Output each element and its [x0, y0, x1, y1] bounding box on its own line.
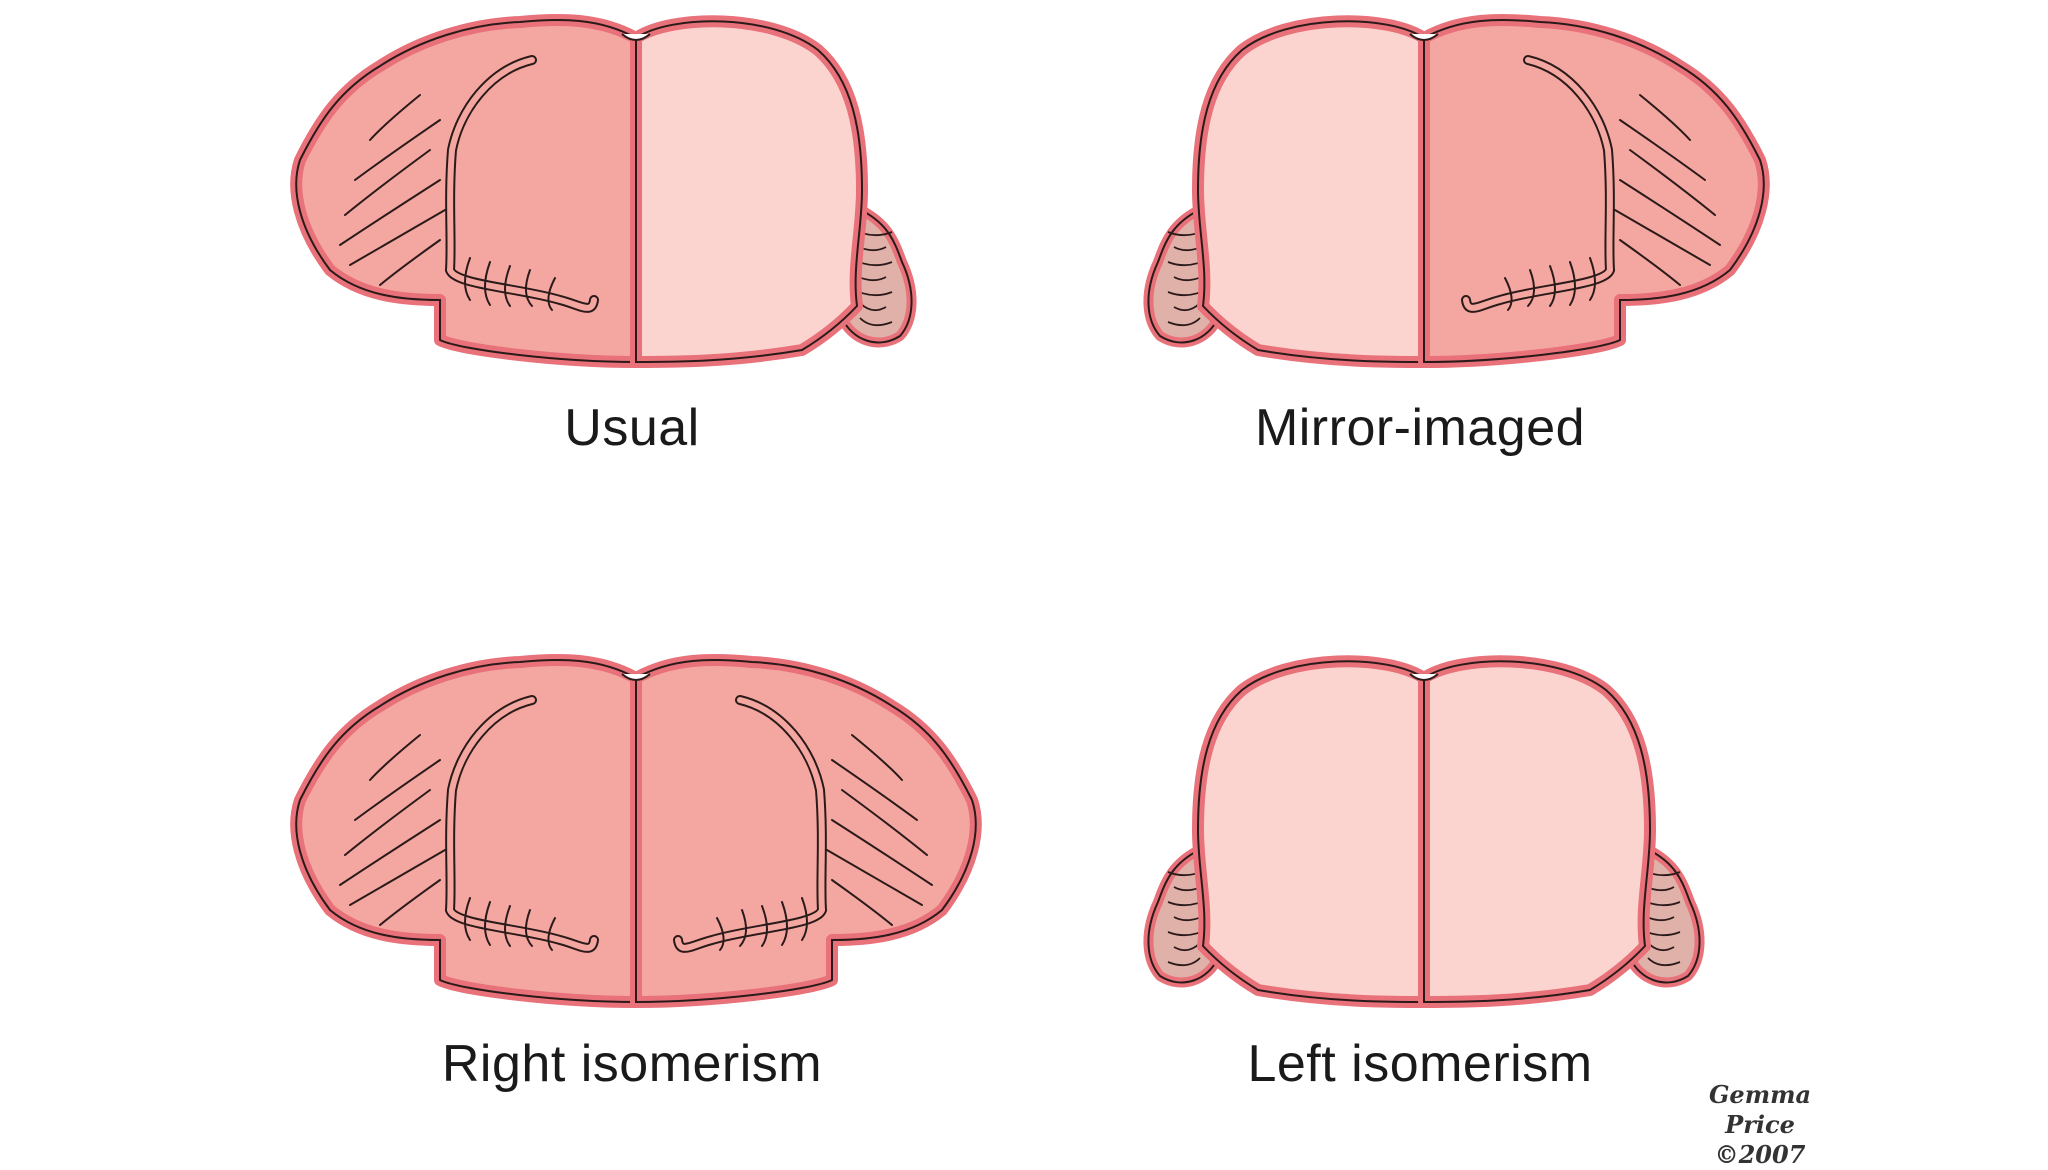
right-atrium — [1418, 13, 1770, 368]
pectinate-muscle-line — [831, 819, 933, 886]
pectinate-muscle-line — [484, 261, 491, 306]
pectinate-muscle-line — [761, 905, 768, 947]
pectinate-muscle-line — [339, 179, 441, 246]
smooth-atrium-wall — [1192, 15, 1430, 368]
ridge-line — [859, 317, 893, 327]
panel-mirror — [1143, 13, 1770, 368]
smooth-atrium-outline — [1196, 660, 1425, 1004]
pectinate-muscle-line — [739, 909, 747, 947]
pectinate-muscle-line — [831, 759, 918, 821]
pectinate-muscle-line — [504, 905, 511, 947]
pectinate-muscle-line — [504, 265, 511, 307]
right-atrium — [1418, 655, 1705, 1008]
pectinate-muscles — [716, 734, 933, 951]
pectinate-muscle-line — [1619, 179, 1721, 246]
caption-left-isomerism: Left isomerism — [1247, 1035, 1593, 1093]
panel-right-isomerism — [290, 653, 982, 1008]
pectinate-muscle-line — [1619, 119, 1706, 181]
pectinate-muscle-line — [525, 269, 533, 307]
caption-right-isomerism: Right isomerism — [441, 1035, 823, 1093]
midline-notch — [621, 33, 651, 41]
smooth-atrium-wall — [630, 15, 868, 368]
midline-notch — [1409, 33, 1439, 41]
pectinate-muscles — [1504, 94, 1721, 311]
crista-terminalis-fill — [446, 57, 597, 311]
pectinate-muscle-line — [369, 94, 421, 141]
pectinate-muscle-line — [484, 901, 491, 946]
credit-author: Gemma Price — [1708, 1080, 1812, 1139]
ridge-line — [1167, 957, 1201, 967]
pectinate-muscle-line — [801, 897, 808, 941]
left-atrium — [290, 13, 642, 368]
crista-terminalis-fill — [446, 697, 597, 951]
broad-appendage-outline — [295, 18, 637, 364]
broad-appendage-outline — [295, 658, 637, 1004]
right-atrium — [630, 653, 982, 1008]
pectinate-muscle-line — [344, 149, 431, 216]
pectinate-muscle-line — [1504, 277, 1513, 311]
smooth-atrium-outline — [635, 20, 864, 364]
crista-terminalis-fill — [1463, 57, 1614, 311]
left-atrium — [1143, 655, 1430, 1008]
smooth-atrium-outline — [1196, 20, 1425, 364]
pectinate-muscle-line — [781, 901, 788, 946]
pectinate-muscle-line — [1629, 149, 1716, 216]
pectinate-muscle-line — [379, 239, 441, 286]
pectinate-muscle-line — [716, 917, 725, 951]
broad-appendage-outline — [1423, 18, 1765, 364]
left-atrium — [290, 653, 642, 1008]
panel-left-isomerism — [1143, 655, 1705, 1008]
pectinate-muscle-line — [547, 917, 556, 951]
pectinate-muscle-line — [851, 734, 903, 781]
pectinate-muscle-line — [369, 734, 421, 781]
pectinate-muscle-line — [464, 257, 471, 301]
crista-terminalis-fill — [675, 697, 826, 951]
pectinate-muscle-line — [831, 879, 893, 926]
credit-year: ©2007 — [1714, 1140, 1806, 1169]
pectinate-muscle-line — [1639, 94, 1691, 141]
smooth-atrium-wall — [1192, 655, 1430, 1008]
pectinate-muscle-line — [464, 897, 471, 941]
ridge-line — [1647, 957, 1681, 967]
pectinate-muscle-line — [349, 209, 446, 266]
left-atrium — [1143, 15, 1430, 368]
pectinate-muscle-line — [354, 759, 441, 821]
pectinate-muscle-line — [1589, 257, 1596, 301]
midline-notch — [1409, 673, 1439, 681]
caption-usual: Usual — [564, 399, 700, 457]
caption-mirror-imaged: Mirror-imaged — [1254, 399, 1586, 457]
pectinate-muscle-line — [547, 277, 556, 311]
pectinate-muscles — [339, 734, 556, 951]
ridge-line — [1167, 317, 1201, 327]
pectinate-muscle-line — [826, 849, 923, 906]
right-atrium — [630, 15, 917, 368]
pectinate-muscle-line — [841, 789, 928, 856]
pectinate-muscle-line — [349, 849, 446, 906]
broad-appendage-outline — [635, 658, 977, 1004]
pectinate-muscles — [339, 94, 556, 311]
pectinate-muscle-line — [1527, 269, 1535, 307]
pectinate-muscle-line — [339, 819, 441, 886]
midline-notch — [621, 673, 651, 681]
pectinate-muscle-line — [1614, 209, 1711, 266]
pectinate-muscle-line — [379, 879, 441, 926]
pectinate-muscle-line — [344, 789, 431, 856]
artist-credit: Gemma Price ©2007 — [1670, 1080, 1850, 1170]
pectinate-muscle-line — [1569, 261, 1576, 306]
pectinate-muscle-line — [525, 909, 533, 947]
smooth-atrium-outline — [1423, 660, 1652, 1004]
pectinate-muscle-line — [1549, 265, 1556, 307]
smooth-atrium-wall — [1418, 655, 1656, 1008]
pectinate-muscle-line — [354, 119, 441, 181]
pectinate-muscle-line — [1619, 239, 1681, 286]
panel-usual — [290, 13, 917, 368]
